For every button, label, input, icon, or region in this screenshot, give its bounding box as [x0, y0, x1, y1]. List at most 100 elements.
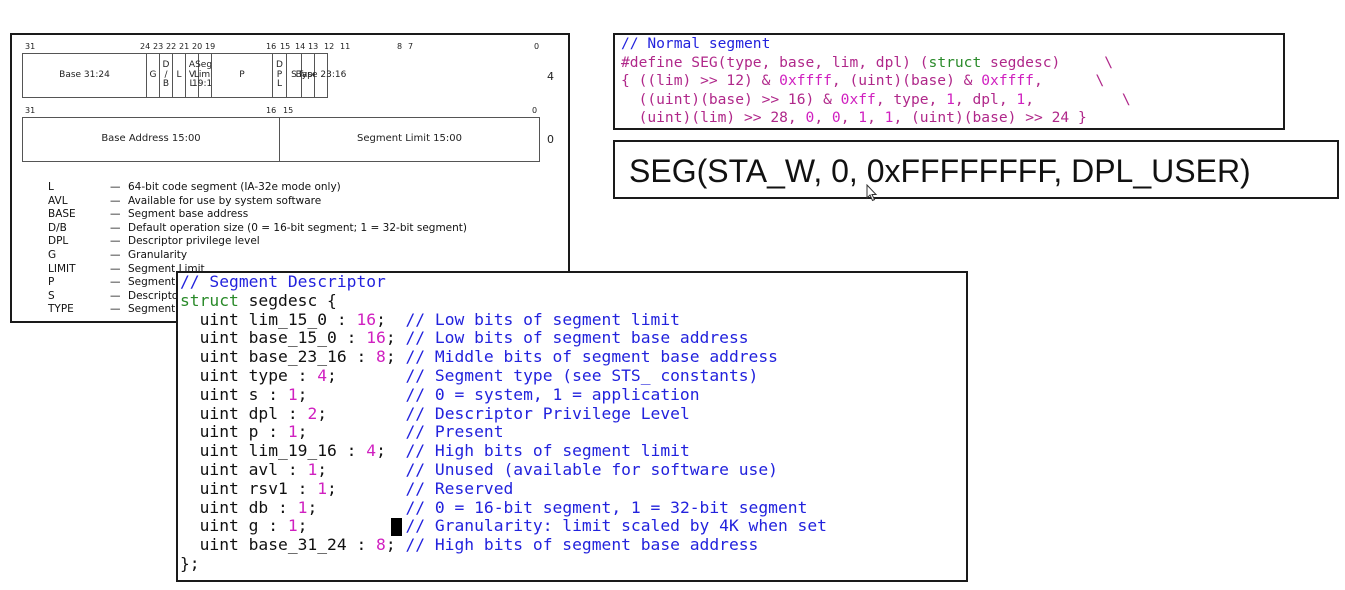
mouse-pointer-icon: [866, 184, 878, 202]
legend-key: D/B: [48, 221, 67, 234]
bit-number: 8: [397, 42, 403, 51]
code-comment: // 0 = 16-bit segment, 1 = 32-bit segmen…: [405, 497, 808, 517]
legend-key: TYPE: [48, 303, 74, 316]
bit-number: 0: [534, 42, 540, 51]
code-line: { ((lim) >> 12) & 0xffff, (uint)(base) &…: [621, 72, 1104, 89]
code-line: uint avl : 1; // Unused (available for s…: [180, 460, 778, 479]
code-text: uint g :: [180, 516, 288, 536]
legend-dash: —: [110, 208, 121, 221]
legend-dash: —: [110, 276, 121, 289]
code-text: ;: [385, 328, 406, 348]
code-text: uint base_31_24 :: [180, 535, 377, 555]
code-number: 1: [287, 384, 298, 404]
descriptor-field: Base 23:16: [296, 53, 346, 98]
code-number: 2: [307, 403, 318, 423]
code-number: 8: [376, 535, 386, 555]
code-text: #define SEG(type, base, lim, dpl) (: [621, 53, 929, 71]
code-number: 0xff: [840, 90, 876, 108]
bit-number: 23: [153, 42, 164, 51]
code-text: uint p :: [180, 422, 288, 442]
code-line: ((uint)(base) >> 16) & 0xff, type, 1, dp…: [621, 90, 1131, 108]
code-text: ;: [327, 366, 406, 385]
legend-key: AVL: [48, 194, 68, 207]
bit-number: 11: [340, 42, 351, 51]
code-line: uint type : 4; // Segment type (see STS_…: [180, 366, 759, 385]
descriptor-field: Base 31:24: [22, 53, 146, 98]
code-text: ;: [376, 441, 406, 461]
code-number: 1: [307, 460, 318, 479]
legend-description: Segment base address: [128, 208, 249, 221]
code-text: uint avl :: [180, 460, 308, 479]
code-number: 1: [287, 516, 298, 536]
bit-number: 13: [308, 42, 319, 51]
descriptor-field: A V L: [185, 53, 198, 98]
bit-number: 12: [324, 42, 335, 51]
legend-description: 64-bit code segment (IA-32e mode only): [128, 181, 341, 193]
code-line: uint base_23_16 : 8; // Middle bits of s…: [180, 349, 778, 365]
legend-key: L: [48, 181, 54, 193]
code-comment: // Segment type (see STS_ constants): [405, 366, 759, 385]
code-text: segdesc) \: [981, 53, 1114, 71]
code-text: ,: [840, 109, 859, 126]
code-text: , dpl,: [954, 90, 1017, 108]
code-text: ;: [385, 535, 406, 555]
code-line: uint db : 1; // 0 = 16-bit segment, 1 = …: [180, 497, 808, 517]
legend-row: D/B—Default operation size (0 = 16-bit s…: [48, 222, 467, 236]
legend-description: Available for use by system software: [128, 194, 322, 207]
legend-dash: —: [110, 235, 121, 248]
descriptor-field: Base Address 15:00: [22, 117, 279, 162]
code-text: uint base_15_0 :: [180, 328, 367, 348]
legend-row: BASE—Segment base address: [48, 208, 467, 222]
bit-number: 24: [140, 42, 151, 51]
code-number: 1: [317, 478, 328, 498]
code-comment: // Present: [405, 422, 504, 442]
legend-key: LIMIT: [48, 262, 76, 275]
bit-number: 16: [266, 42, 277, 51]
code-line: uint s : 1; // 0 = system, 1 = applicati…: [180, 384, 700, 404]
code-keyword: struct: [928, 53, 982, 71]
bit-number: 31: [25, 106, 36, 115]
bit-number: 22: [166, 42, 177, 51]
code-line: // Normal segment: [621, 35, 771, 52]
code-number: 4: [366, 441, 377, 461]
code-number: 16: [366, 328, 386, 348]
legend-dash: —: [110, 181, 121, 193]
code-line: uint g : 1; // Granularity: limit scaled…: [180, 518, 827, 534]
descriptor-field: Seg. Limit 19:16: [192, 53, 218, 98]
code-comment: // Normal segment: [621, 35, 771, 52]
code-number: 16: [356, 309, 377, 329]
legend-row: AVL—Available for use by system software: [48, 195, 467, 209]
code-line: uint lim_15_0 : 16; // Low bits of segme…: [180, 309, 680, 329]
code-text: segdesc {: [238, 290, 337, 310]
descriptor-field: D P L: [272, 53, 286, 98]
code-line: uint dpl : 2; // Descriptor Privilege Le…: [180, 403, 690, 423]
code-text: uint base_23_16 :: [180, 347, 377, 367]
legend-description: Granularity: [128, 248, 188, 261]
legend-key: S: [48, 289, 55, 302]
code-text: , (uint)(base) >> 24 }: [893, 109, 1087, 126]
bit-number: 15: [283, 106, 294, 115]
code-line: uint lim_19_16 : 4; // High bits of segm…: [180, 443, 690, 459]
legend-dash: —: [110, 248, 121, 261]
code-text: };: [180, 554, 200, 573]
code-comment: // Low bits of segment base address: [405, 328, 749, 348]
legend-key: G: [48, 248, 57, 261]
bit-number: 16: [266, 106, 277, 115]
bit-number: 7: [408, 42, 414, 51]
code-line: #define SEG(type, base, lim, dpl) (struc…: [621, 53, 1114, 71]
code-number: 1: [946, 90, 955, 108]
seg-usage-text: SEG(STA_W, 0, 0xFFFFFFFF, DPL_USER): [629, 153, 1251, 189]
code-text: uint s :: [180, 384, 288, 404]
code-comment: // High bits of segment limit: [405, 441, 690, 461]
code-keyword: struct: [180, 290, 239, 310]
code-text: , (uint)(base) &: [831, 72, 982, 89]
seg-macro-panel: // Normal segment#define SEG(type, base,…: [613, 33, 1285, 130]
legend-row: G — Granularity: [48, 249, 467, 263]
code-text: uint dpl :: [180, 403, 308, 423]
descriptor-field: D / B: [159, 53, 172, 98]
code-number: 0: [805, 109, 815, 126]
code-text: ;: [327, 478, 406, 498]
code-number: 1: [297, 497, 308, 517]
legend-row: DPL—Descriptor privilege level: [48, 235, 467, 249]
